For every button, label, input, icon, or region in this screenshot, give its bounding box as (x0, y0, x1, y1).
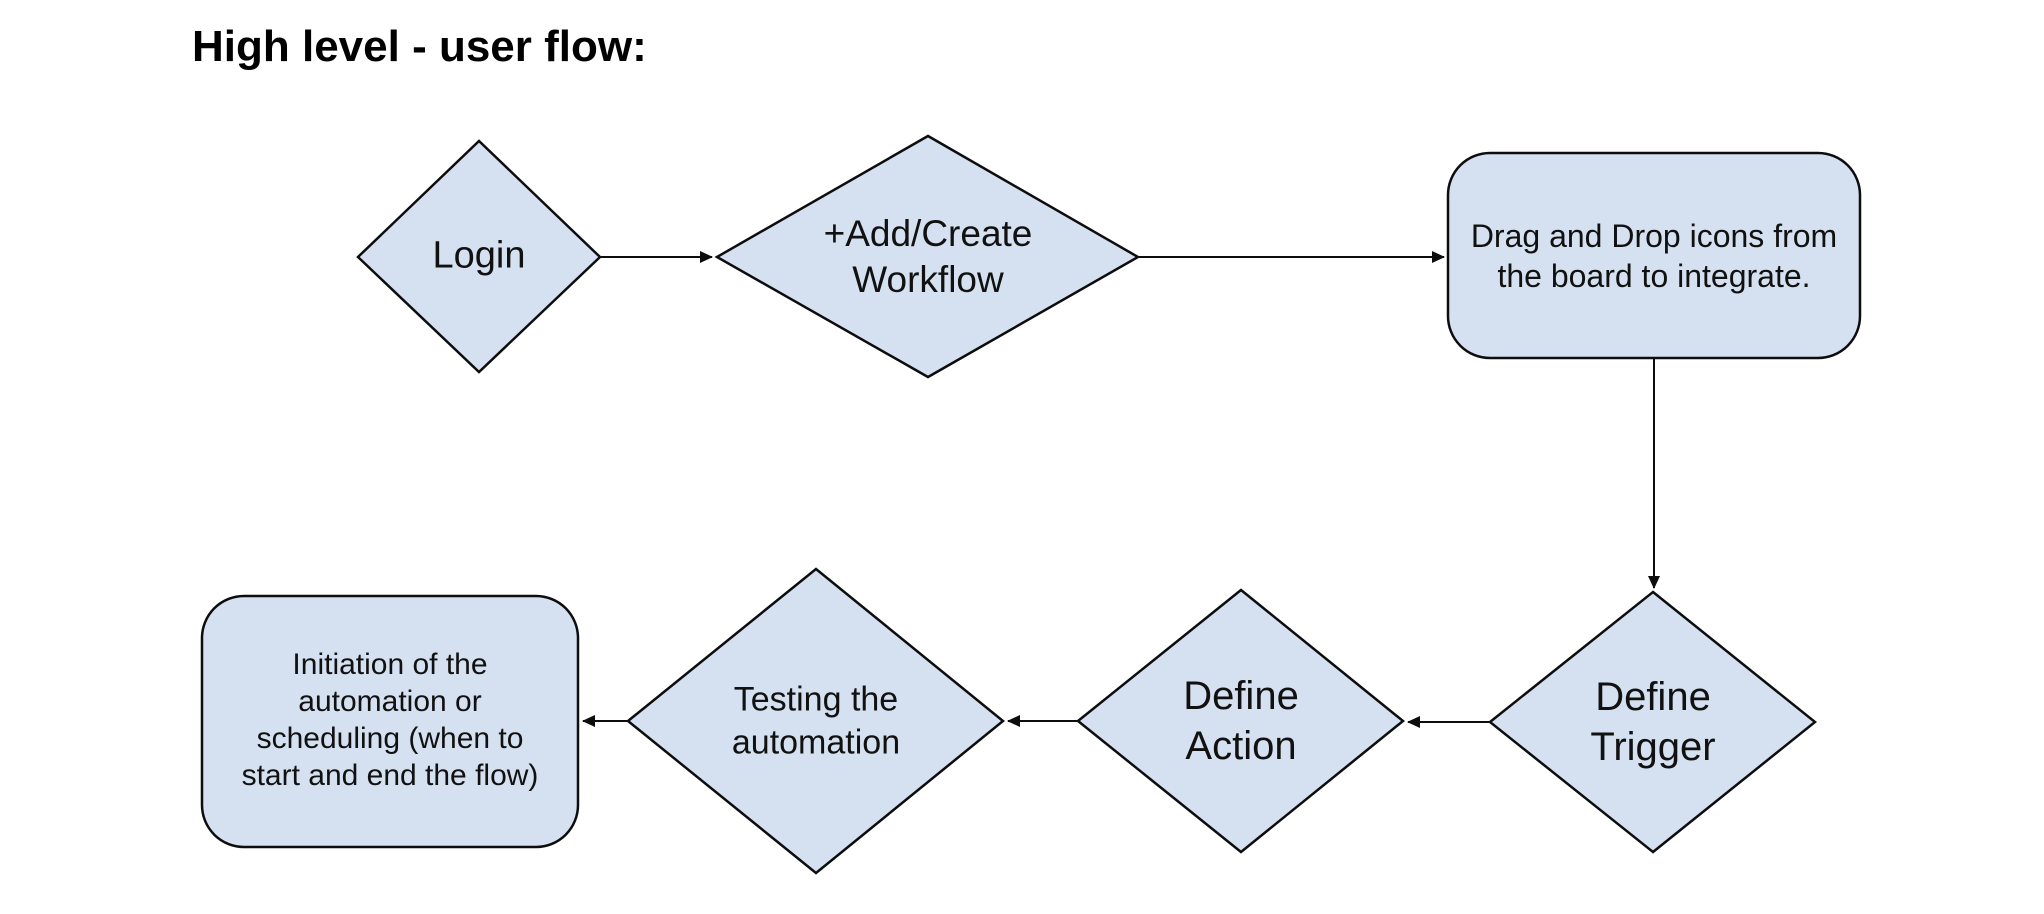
add-create-workflow-node-label: +Add/Create Workflow (823, 212, 1033, 300)
initiation-node-label: Initiation of the automation or scheduli… (241, 648, 539, 792)
testing-automation-diamond (626, 567, 1005, 875)
login-node-label: Login (432, 234, 526, 277)
login-diamond (356, 139, 602, 374)
diagram-title: High level - user flow: (192, 22, 647, 71)
define-action-diamond (1076, 588, 1405, 854)
define-trigger-diamond (1487, 590, 1817, 854)
define-action-node-label: Define Action (1183, 674, 1299, 768)
drag-drop-rounded-rect (1446, 151, 1862, 360)
drag-drop-node-label: Drag and Drop icons from the board to in… (1470, 218, 1838, 294)
add-create-workflow-diamond (714, 134, 1141, 379)
testing-automation-node-label: Testing the automation (731, 680, 901, 762)
initiation-rounded-rect (200, 594, 580, 849)
define-trigger-node-label: Define Trigger (1590, 675, 1716, 769)
